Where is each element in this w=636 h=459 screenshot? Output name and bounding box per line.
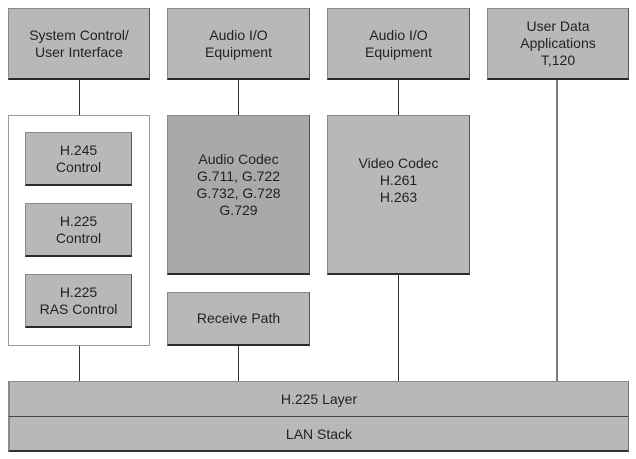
video-codec-box: Video Codec H.261 H.263 xyxy=(327,115,470,275)
connector-system-control-to-group xyxy=(79,79,80,115)
audio-io-equipment-box-2: Audio I/O Equipment xyxy=(327,8,470,80)
connector-group-to-h225-layer xyxy=(79,345,80,381)
h225-control-box: H.225 Control xyxy=(25,203,132,257)
connector-video-codec-to-h225-layer xyxy=(398,274,399,381)
connector-audio-io-to-audio-codec xyxy=(238,79,239,115)
connector-receive-path-to-h225-layer xyxy=(238,345,239,381)
audio-codec-box: Audio Codec G.711, G.722 G.732, G.728 G.… xyxy=(167,115,310,275)
h225-ras-control-box: H.225 RAS Control xyxy=(25,274,132,328)
h225-layer: H.225 Layer xyxy=(8,381,629,417)
lan-stack-layer: LAN Stack xyxy=(8,417,629,452)
user-data-applications-box: User Data Applications T,120 xyxy=(487,8,629,80)
receive-path-box: Receive Path xyxy=(167,292,310,346)
h245-control-box: H.245 Control xyxy=(25,132,132,186)
connector-user-data-to-h225-layer xyxy=(556,79,558,381)
system-control-box: System Control/ User Interface xyxy=(8,8,150,80)
connector-audio-io-to-video-codec xyxy=(398,79,399,115)
audio-io-equipment-box: Audio I/O Equipment xyxy=(167,8,310,80)
